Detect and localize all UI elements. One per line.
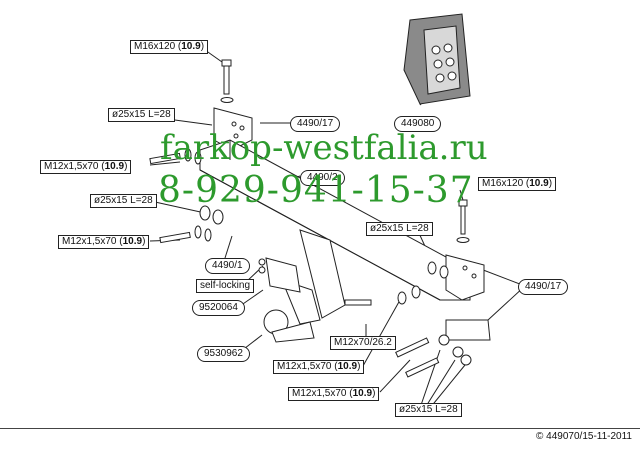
label-washer-bottom: ø25x15 L=28 [395,403,462,417]
left-bracket [213,107,253,151]
label-449080: 449080 [394,116,442,132]
bolt-m16-left [220,59,234,103]
bolts-left-lower [159,225,212,244]
label-4490-2: 4490/2 [300,170,345,186]
label-class: 10.9 [337,361,358,372]
label-class: 10.9 [529,178,549,189]
label-class: 10.9 [352,388,373,399]
leader-line [424,359,456,409]
label-part: M16x120 [482,178,524,189]
label-bolt-left-1: M12x1,5x70 (10.9) [40,160,132,174]
label-9520064: 9520064 [192,300,245,316]
crossmember [199,139,471,301]
label-4490-1: 4490/1 [205,258,250,274]
leader-line [154,201,206,214]
label-part: M12x1,5x70 [44,161,99,172]
instruction-sheet-icon [403,13,471,105]
ball-hitch [263,229,346,343]
label-part: M16x120 [134,41,176,52]
label-washer-left-top: ø25x15 L=28 [108,108,175,122]
washers-left [199,205,224,225]
label-4490-17-top: 4490/17 [290,116,341,132]
label-washer-right-mid: ø25x15 L=28 [366,222,433,236]
watermark-site: farkop-westfalia.ru [160,128,488,168]
leader-line [459,189,464,201]
label-bolt-right-1: M12x1,5x70 (10.9) [273,360,365,374]
label-bolt-m16-left: M16x120 (10.9) [130,40,209,54]
label-washer-left-mid: ø25x15 L=28 [90,194,157,208]
socket-bracket [258,257,301,293]
label-self-locking: self-locking [196,279,255,293]
label-part: M12x1,5x70 [277,361,332,372]
footer-copyright: © 449070/15-11-2011 [536,431,632,442]
footer-divider [0,428,640,429]
label-bolt-right-2: M12x1,5x70 (10.9) [288,387,380,401]
leader-line [379,359,411,393]
leader-line [429,364,466,409]
washers-right [397,261,449,305]
label-part: M12x1,5x70 [62,236,117,247]
right-bracket [445,254,491,341]
label-bolt-left-2: M12x1,5x70 (10.9) [58,235,150,249]
bolts-right [395,334,472,378]
leader-line [149,161,181,166]
leader-line [224,235,233,259]
label-part: M12x1,5x70 [292,388,347,399]
label-bolt-m12x70: M12x70/26.2 [330,336,396,350]
label-class: 10.9 [104,161,125,172]
bolts-left-upper [149,148,202,165]
label-class: 10.9 [181,41,201,52]
bolt-m12x70 [344,299,372,306]
label-bolt-m16-right: M16x120 (10.9) [478,177,557,191]
leader-line [477,267,526,287]
leader-line [362,299,401,367]
label-4490-17-right: 4490/17 [518,279,569,295]
label-class: 10.9 [122,236,143,247]
label-9530962: 9530962 [197,346,250,362]
watermark-phone: 8-929-941-15-37 [158,170,474,211]
bolt-m16-right [456,199,470,243]
